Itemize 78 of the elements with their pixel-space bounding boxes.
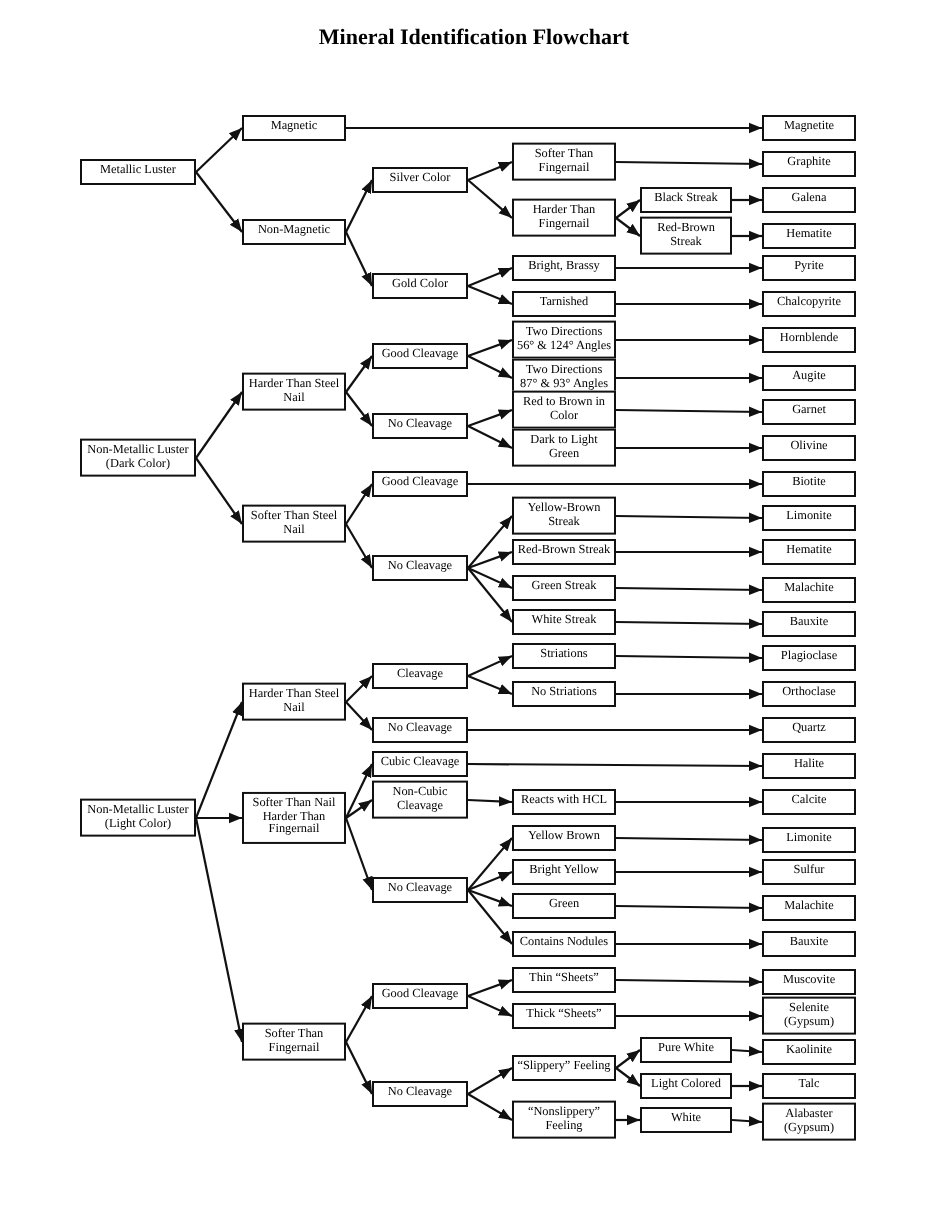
arrow (616, 938, 762, 950)
arrow (467, 267, 513, 287)
arrow (616, 976, 762, 988)
arrow (616, 688, 762, 700)
arrow (467, 567, 513, 589)
arrow (345, 179, 373, 233)
arrow (467, 978, 513, 998)
arrow (467, 355, 513, 379)
arrow (616, 866, 762, 878)
arrow (615, 1067, 641, 1087)
arrow (616, 406, 762, 418)
arrow (467, 871, 513, 891)
chart-title: Mineral Identification Flowchart (316, 26, 632, 50)
arrow (616, 262, 762, 274)
arrow (732, 194, 762, 206)
arrow (345, 763, 373, 819)
arrow (467, 796, 513, 807)
arrow (616, 796, 762, 808)
arrow (345, 995, 373, 1043)
arrow (467, 179, 513, 219)
arrow (616, 1010, 762, 1022)
arrow (345, 231, 373, 287)
arrow (194, 701, 244, 819)
arrow (345, 483, 373, 525)
arrow (195, 171, 243, 233)
arrow (467, 567, 513, 623)
arrow (467, 425, 513, 449)
arrow (616, 334, 762, 346)
arrow (196, 812, 242, 824)
arrow (467, 889, 513, 945)
arrow (467, 1093, 513, 1121)
arrow (468, 478, 762, 490)
arrow (345, 1041, 373, 1095)
arrow (345, 391, 373, 427)
arrow (467, 338, 513, 358)
arrow (616, 158, 762, 170)
arrow (467, 995, 513, 1017)
arrow (468, 724, 762, 736)
arrow (616, 1114, 640, 1126)
arrow (616, 618, 762, 630)
arrow (616, 512, 762, 524)
arrow (467, 550, 513, 570)
arrow (467, 675, 513, 695)
arrow (616, 584, 762, 596)
arrow (616, 546, 762, 558)
arrow (616, 902, 762, 914)
arrow (616, 298, 762, 310)
arrow (616, 652, 762, 664)
arrow (731, 1115, 763, 1127)
arrow (732, 1080, 762, 1092)
arrow (194, 817, 245, 1043)
arrow (615, 199, 641, 219)
arrow (345, 675, 373, 703)
arrow (616, 834, 762, 846)
arrow (731, 1045, 763, 1057)
arrow (467, 408, 513, 428)
arrow (345, 701, 373, 731)
arrow (468, 760, 762, 772)
arrow (467, 888, 513, 908)
arrow (345, 799, 373, 819)
arrow (616, 442, 762, 454)
arrow (345, 523, 373, 569)
arrow (615, 217, 641, 237)
arrow (467, 285, 513, 305)
arrow (195, 457, 243, 525)
arrow (195, 391, 243, 459)
arrow (467, 1067, 513, 1095)
arrow (346, 122, 762, 134)
arrow (732, 230, 762, 242)
arrow (344, 817, 374, 891)
arrow (467, 515, 513, 569)
arrow (615, 1049, 641, 1069)
arrow (467, 837, 513, 891)
arrow (345, 355, 373, 393)
arrow (467, 161, 513, 181)
arrow (195, 127, 243, 173)
arrow (467, 655, 513, 677)
arrow (616, 372, 762, 384)
